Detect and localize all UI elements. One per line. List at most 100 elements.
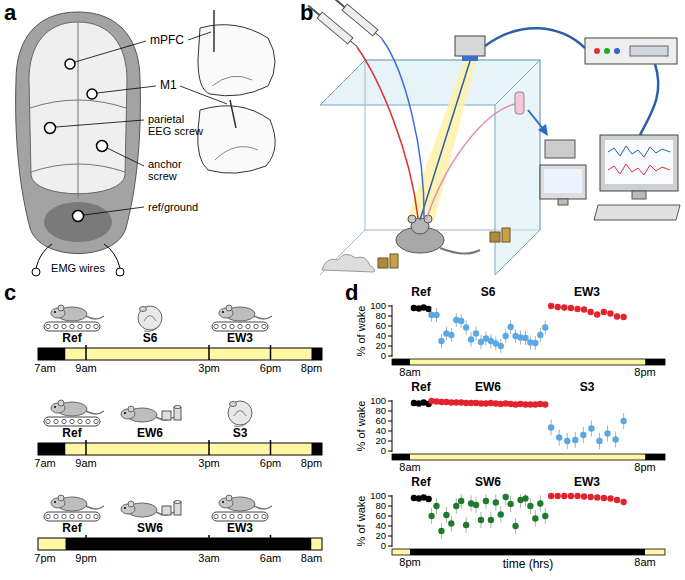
data-point [458,318,464,324]
screw-label: parietal EEG screw [148,113,206,137]
data-point [438,528,444,534]
skull-illustration [45,123,56,134]
data-point [568,305,574,311]
region-label: mPFC [150,34,184,47]
y-tick [388,506,392,507]
mouse-icon [86,506,104,509]
data-point [604,430,610,436]
data-point [463,522,469,528]
data-point [473,502,479,508]
region-label: M1 [160,79,177,92]
light-dark-bar [38,348,66,360]
tick-label: 0 [381,351,386,361]
panel-letter: a [4,2,16,24]
data-point [473,330,479,336]
recording-setup [495,60,540,275]
leader-line [56,32,227,215]
treadmill-icon [238,514,242,518]
sleeping-mouse-icon [144,316,156,322]
time-label: 6pm [260,457,281,469]
tick-label: 100 [370,396,386,406]
sleeping-mouse-icon [138,306,162,331]
leader-line [75,41,146,62]
sleeping-mouse-icon [144,325,160,331]
recording-setup [382,39,424,218]
recording-setup [544,169,582,193]
data-point [502,494,508,500]
light-dark-bar [392,549,410,555]
object-icon [174,406,181,409]
recording-setup [333,0,344,7]
y-axis [392,305,393,357]
data-point [601,309,607,315]
light-dark-bar [66,443,312,455]
light-dark-bar [312,348,323,360]
data-point [483,498,489,504]
recording-setup [342,4,378,36]
data-point [594,311,600,317]
recording-setup [632,191,646,199]
recording-setup [528,110,544,130]
recording-setup [455,36,485,56]
treadmill-icon [62,419,66,423]
skull-illustration [36,244,52,268]
treadmill-icon [212,322,268,331]
recording-setup [600,135,678,191]
object-icon [174,501,181,504]
leader-line [180,86,227,104]
time-label: 3pm [198,362,219,374]
treadmill-icon [44,400,104,426]
mouse-icon [222,501,224,503]
condition-label: EW6 [137,427,163,440]
treadmill-icon [86,419,90,423]
panel-letter: b [300,2,313,24]
data-point [594,494,600,500]
recording-setup [630,46,668,56]
data-point [572,437,578,443]
data-point [425,306,431,312]
light-dark-bar [645,549,665,555]
data-point [574,493,580,499]
data-point [537,332,543,338]
y-tick [388,421,392,422]
data-point [561,304,567,310]
recording-setup [502,228,510,242]
data-point [537,500,543,506]
recording-setup [545,140,575,158]
tick-label: 40 [375,521,386,531]
panel-letter: c [4,282,16,304]
data-point [448,520,454,526]
y-tick [388,346,392,347]
tick-label: 20 [375,436,386,446]
sleeping-mouse-icon [230,402,237,407]
leader-line [188,32,211,40]
skull-illustration [78,22,79,198]
light-dark-bar [392,454,665,460]
brain-section [198,10,275,173]
data-point [502,333,508,339]
light-dark-bar [312,538,323,550]
skull-illustration [87,89,97,99]
time-tick [85,440,87,455]
object-icon [162,506,171,515]
axis-title: time (hrs) [503,558,554,571]
mouse-icon [86,411,104,414]
time-tick [208,440,210,455]
condition-label: Ref [62,522,81,535]
tick-label: 80 [375,311,386,321]
y-tick [388,451,392,452]
data-point [607,495,613,501]
treadmill-icon [212,495,272,521]
recording-setup [585,38,677,64]
exploring-mouse-icon [121,406,181,423]
mouse-icon [254,506,272,509]
time-label: 8pm [634,461,655,473]
time-tick [85,535,87,550]
brain-section [215,147,258,160]
recording-setup [608,146,670,157]
time-label: 8pm [634,366,655,378]
data-point [620,314,626,320]
treadmill-icon [54,419,58,423]
treadmill-icon [78,514,82,518]
condition-label: S3 [580,381,595,394]
